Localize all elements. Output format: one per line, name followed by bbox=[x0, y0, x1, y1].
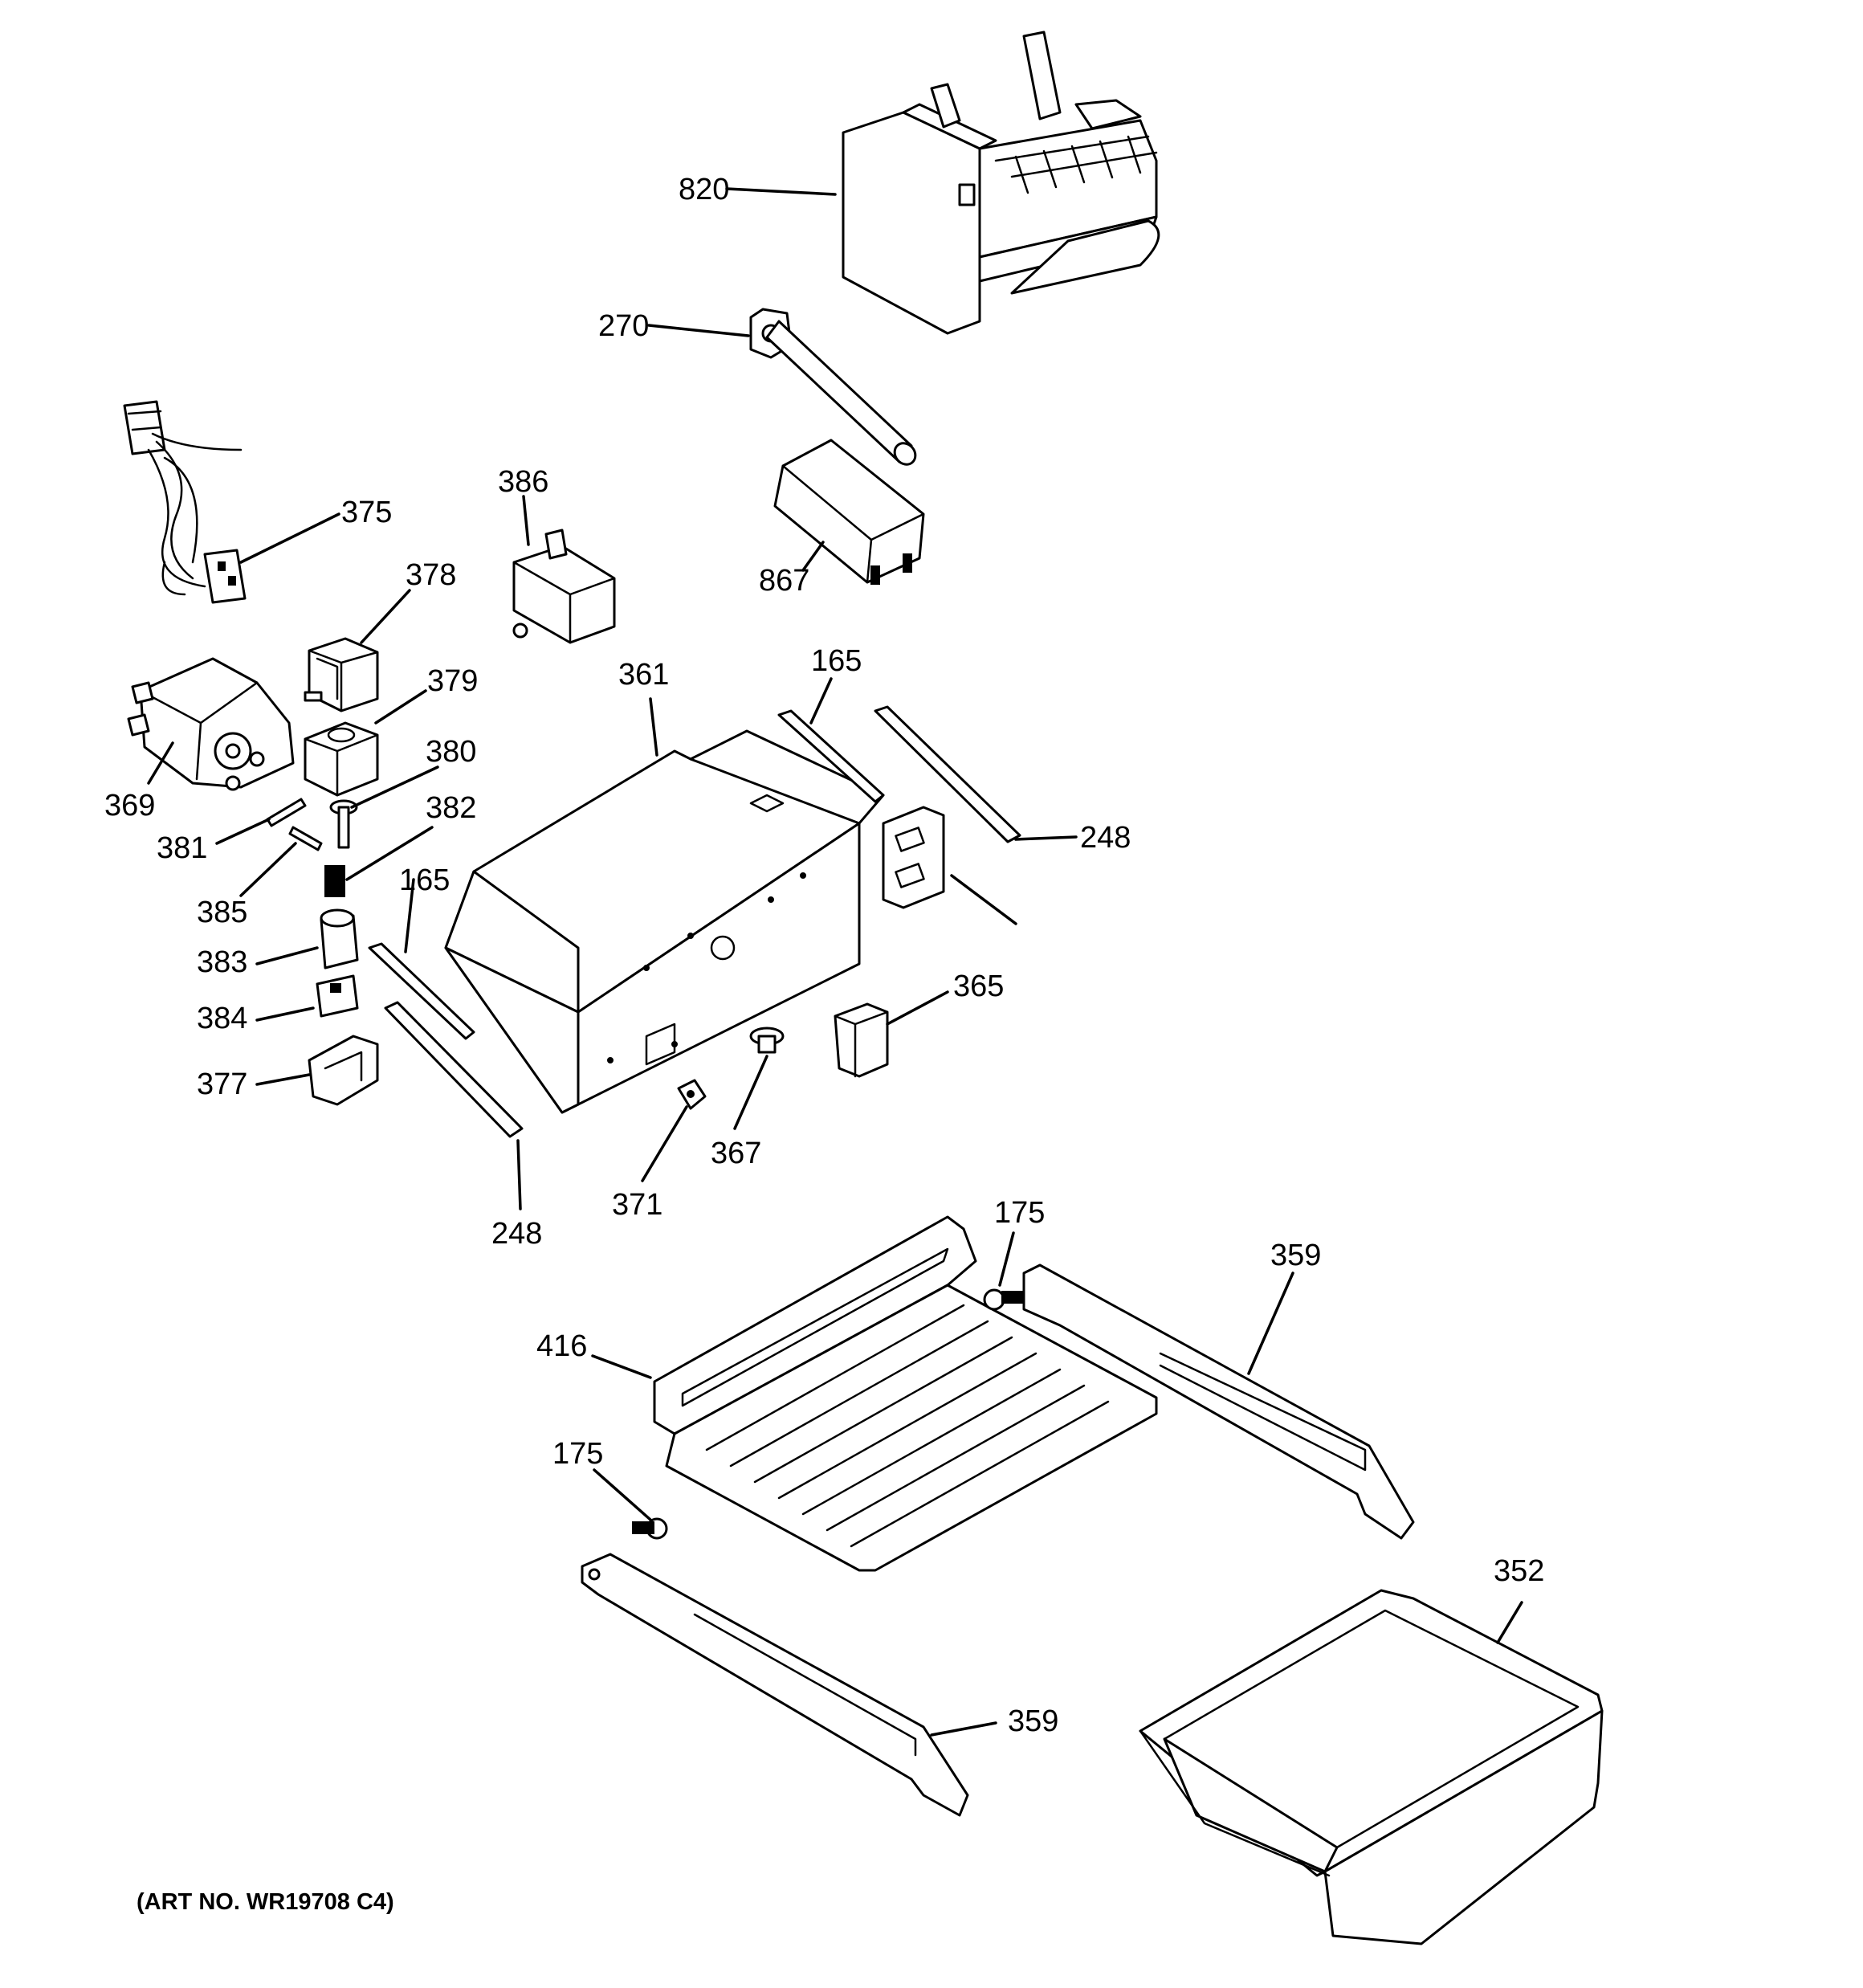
callout-382: 382 bbox=[426, 791, 476, 825]
callout-248-right: 248 bbox=[1080, 821, 1131, 855]
callout-379: 379 bbox=[427, 664, 478, 698]
ice-bin-352 bbox=[1139, 1589, 1604, 1945]
callout-270: 270 bbox=[598, 309, 649, 343]
callout-175-left: 175 bbox=[552, 1437, 603, 1471]
callout-175-top: 175 bbox=[994, 1196, 1045, 1230]
dispenser-housing bbox=[444, 729, 885, 1114]
callout-369: 369 bbox=[104, 789, 155, 823]
mounting-bracket bbox=[882, 806, 945, 909]
wire-harness bbox=[123, 400, 247, 604]
solenoid bbox=[304, 637, 379, 712]
callout-352: 352 bbox=[1494, 1554, 1544, 1588]
callout-386: 386 bbox=[498, 465, 548, 499]
screw-371 bbox=[677, 1079, 707, 1110]
callout-375: 375 bbox=[341, 496, 392, 529]
callout-labels: 820 270 375 386 867 378 379 369 380 381 … bbox=[104, 173, 1544, 1738]
screw-367 bbox=[749, 1027, 785, 1054]
callout-384: 384 bbox=[197, 1002, 247, 1035]
dispenser-motor bbox=[127, 657, 295, 791]
strip-right bbox=[874, 705, 1021, 843]
callout-371: 371 bbox=[612, 1188, 662, 1222]
callout-385: 385 bbox=[197, 896, 247, 929]
callout-377: 377 bbox=[197, 1067, 247, 1101]
clip-365 bbox=[834, 1002, 889, 1078]
strip-bottom bbox=[384, 1001, 524, 1138]
shelf-416 bbox=[653, 1215, 1158, 1572]
cube-block bbox=[304, 721, 379, 797]
seal-strip-top bbox=[777, 709, 885, 803]
fill-tube bbox=[749, 308, 917, 466]
leader-lines bbox=[147, 187, 1523, 1737]
slide-rail-top bbox=[1022, 1263, 1415, 1540]
ice-maker-assembly bbox=[842, 31, 1160, 335]
screw-175-left bbox=[632, 1517, 668, 1540]
callout-165-top: 165 bbox=[811, 644, 862, 678]
callout-416: 416 bbox=[536, 1329, 587, 1363]
callout-383: 383 bbox=[197, 945, 247, 979]
ice-tray-bucket bbox=[773, 439, 925, 585]
callout-820: 820 bbox=[679, 173, 729, 206]
callout-359-bottom: 359 bbox=[1008, 1704, 1058, 1738]
callout-365: 365 bbox=[953, 970, 1004, 1003]
screw-175-top bbox=[983, 1288, 1024, 1311]
callout-378: 378 bbox=[406, 558, 456, 592]
callout-867: 867 bbox=[759, 564, 809, 598]
callout-359-top: 359 bbox=[1270, 1239, 1321, 1272]
callout-380: 380 bbox=[426, 735, 476, 769]
art-number: (ART NO. WR19708 C4) bbox=[137, 1889, 394, 1915]
callout-381: 381 bbox=[157, 831, 207, 865]
switch-component bbox=[512, 529, 616, 644]
callout-248-bottom: 248 bbox=[491, 1217, 542, 1251]
seal-strip-left bbox=[368, 942, 475, 1040]
callout-361: 361 bbox=[618, 658, 669, 692]
callout-367: 367 bbox=[711, 1137, 761, 1170]
callout-165-left: 165 bbox=[399, 863, 450, 897]
small-parts-stack bbox=[266, 798, 379, 1106]
slide-rail-bottom bbox=[581, 1553, 969, 1817]
